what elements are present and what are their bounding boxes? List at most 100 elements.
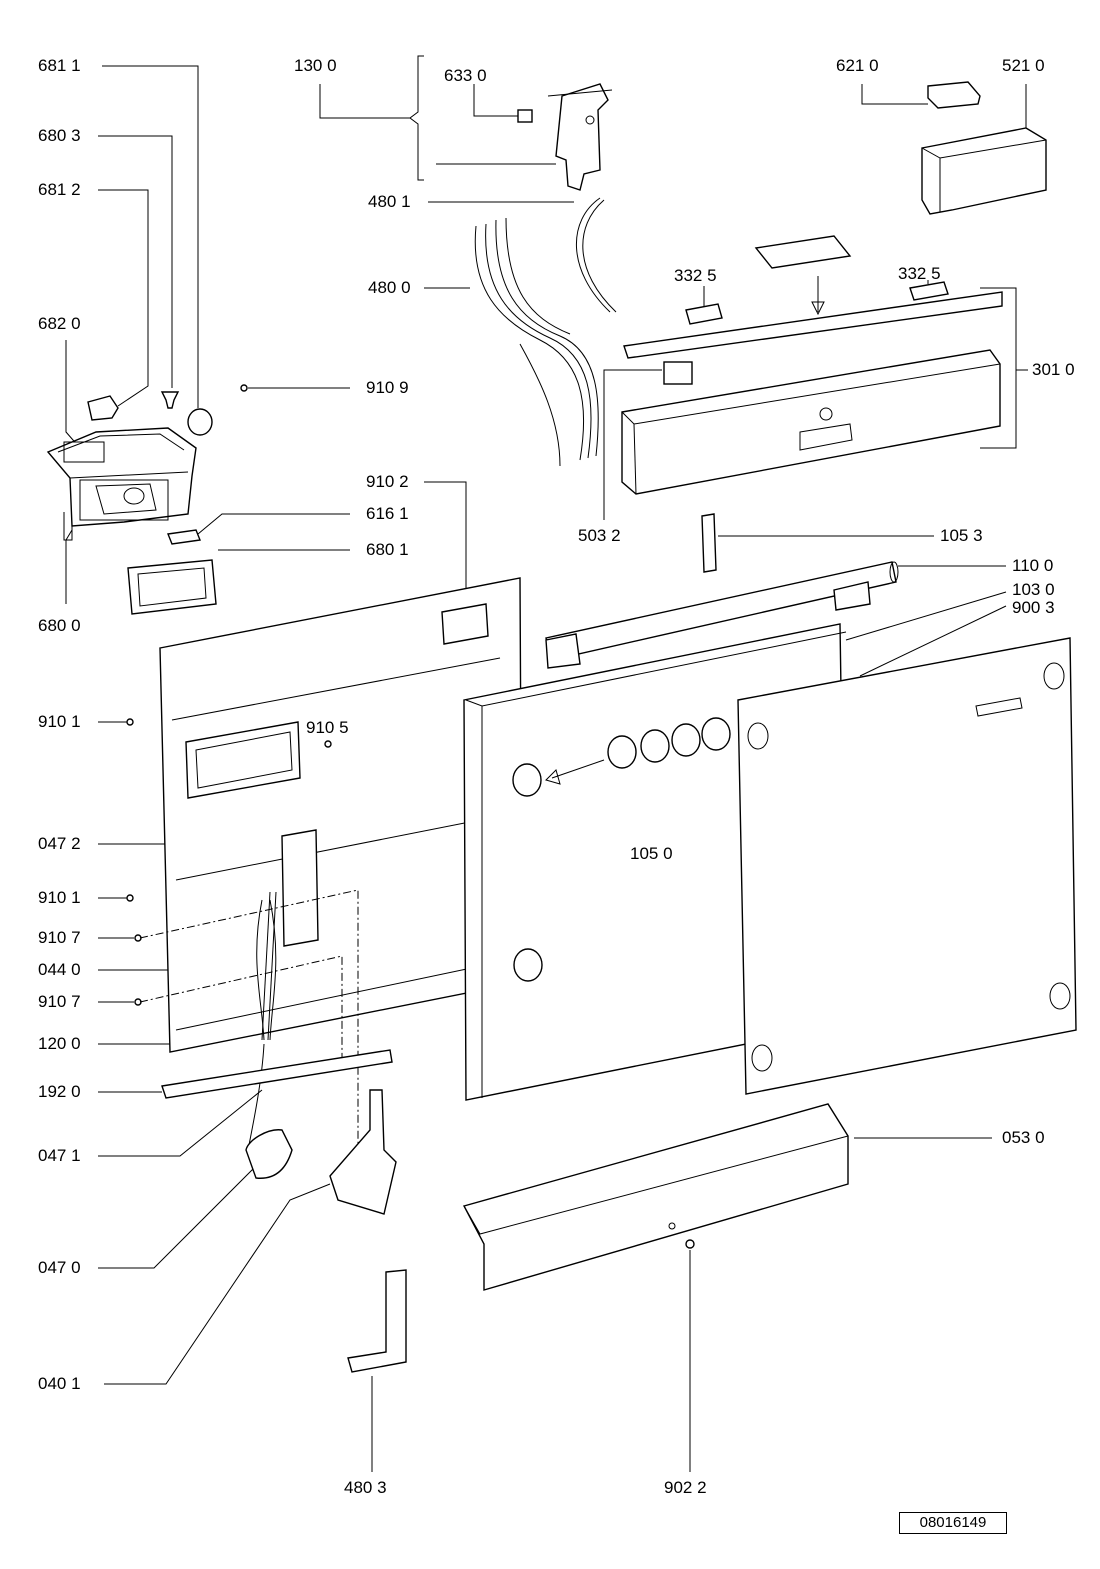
label-120-0: 120 0 xyxy=(38,1034,81,1053)
label-680-0: 680 0 xyxy=(38,616,81,635)
gasket-680-1 xyxy=(127,559,217,615)
screw-910-9 xyxy=(240,384,248,392)
spring-044-0 xyxy=(256,891,277,1041)
part-192-0 xyxy=(161,1049,393,1099)
arrow-head xyxy=(811,301,825,316)
label-680-1: 680 1 xyxy=(366,540,409,559)
bracket-130-0-part xyxy=(517,83,613,191)
label-521-0: 521 0 xyxy=(1002,56,1045,75)
leader-616-1 xyxy=(197,513,350,535)
label-910-7-upper: 910 7 xyxy=(38,928,81,947)
label-332-5-left: 332 5 xyxy=(674,266,717,285)
label-910-5: 910 5 xyxy=(306,718,349,737)
label-480-0: 480 0 xyxy=(368,278,411,297)
leader-633-0 xyxy=(473,84,518,117)
knob-left xyxy=(512,763,542,797)
screw-910-1b xyxy=(126,894,134,902)
leader-047-1 xyxy=(98,1089,263,1157)
kickplate-053-0 xyxy=(462,1103,849,1291)
part-621-0 xyxy=(927,81,981,109)
label-680-3: 680 3 xyxy=(38,126,81,145)
label-301-0: 301 0 xyxy=(1032,360,1075,379)
leader-047-0 xyxy=(98,1163,259,1269)
label-902-2: 902 2 xyxy=(664,1478,707,1497)
part-680-3 xyxy=(160,391,180,409)
part-681-1 xyxy=(187,408,213,436)
part-910-2 xyxy=(441,603,489,645)
screw-910-1a xyxy=(126,718,134,726)
screw-910-5 xyxy=(324,740,332,748)
bracket-130-0 xyxy=(409,55,424,181)
document-id-box: 08016149 xyxy=(899,1512,1007,1534)
label-480-3: 480 3 xyxy=(344,1478,387,1497)
panel-strip xyxy=(623,291,1003,359)
arrow-105-0 xyxy=(551,759,605,779)
label-503-2: 503 2 xyxy=(578,526,621,545)
part-480-3 xyxy=(347,1269,407,1373)
leader-621-0 xyxy=(861,84,928,105)
leader-503-2 xyxy=(603,369,662,520)
part-047-0 xyxy=(245,1129,293,1179)
leader-900-3 xyxy=(859,605,1007,677)
label-616-1: 616 1 xyxy=(366,504,409,523)
screw-902-2 xyxy=(685,1239,695,1249)
part-616-1 xyxy=(167,529,201,545)
part-503-2 xyxy=(663,361,693,385)
knob-lower xyxy=(513,948,543,982)
part-105-3 xyxy=(701,513,717,573)
leader-681-2 xyxy=(98,189,149,407)
leader-681-1 xyxy=(102,65,199,408)
label-621-0: 621 0 xyxy=(836,56,879,75)
label-900-3: 900 3 xyxy=(1012,598,1055,617)
label-681-2: 681 2 xyxy=(38,180,81,199)
part-633-0 xyxy=(517,109,533,123)
bracket-301-0 xyxy=(980,287,1017,449)
label-103-0: 103 0 xyxy=(1012,580,1055,599)
label-633-0: 633 0 xyxy=(444,66,487,85)
label-130-0: 130 0 xyxy=(294,56,337,75)
label-910-1-lower: 910 1 xyxy=(38,888,81,907)
leader-040-1 xyxy=(104,1183,331,1385)
label-105-3: 105 3 xyxy=(940,526,983,545)
leader-680-0 xyxy=(65,529,73,604)
control-module-521-0 xyxy=(921,81,1047,215)
inner-door-120-0 xyxy=(126,577,523,1053)
leader-682-0 xyxy=(65,340,81,449)
label-332-5-right: 332 5 xyxy=(898,264,941,283)
label-192-0: 192 0 xyxy=(38,1082,81,1101)
rail-110-0 xyxy=(545,561,899,669)
leader-lines xyxy=(65,55,1028,1472)
leader-680-3 xyxy=(98,135,173,388)
label-040-1: 040 1 xyxy=(38,1374,81,1393)
label-681-1: 681 1 xyxy=(38,56,81,75)
control-panel-301-0 xyxy=(621,349,1001,495)
label-910-1-upper: 910 1 xyxy=(38,712,81,731)
label-480-1: 480 1 xyxy=(368,192,411,211)
label-105-0: 105 0 xyxy=(630,844,673,863)
wiring-harness-480-0 xyxy=(474,217,599,467)
leader-103-0 xyxy=(845,591,1007,641)
label-910-9: 910 9 xyxy=(366,378,409,397)
axis-line-2 xyxy=(139,955,343,1060)
label-682-0: 682 0 xyxy=(38,314,81,333)
part-681-2 xyxy=(87,395,119,421)
wiring-harness-480-1 xyxy=(575,197,617,313)
label-plate xyxy=(754,235,852,269)
label-910-2: 910 2 xyxy=(366,472,409,491)
leader-910-2 xyxy=(424,481,467,618)
label-053-0: 053 0 xyxy=(1002,1128,1045,1147)
outer-door-900-3 xyxy=(737,637,1077,1095)
label-047-2: 047 2 xyxy=(38,834,81,853)
leader-130-0 xyxy=(319,84,410,119)
part-332-5-right xyxy=(909,281,949,301)
part-040-1 xyxy=(329,1089,397,1215)
part-332-5-left xyxy=(685,303,723,325)
label-047-0: 047 0 xyxy=(38,1258,81,1277)
label-110-0: 110 0 xyxy=(1012,556,1054,575)
label-047-1: 047 1 xyxy=(38,1146,81,1165)
label-910-7-lower: 910 7 xyxy=(38,992,81,1011)
dispenser-assembly xyxy=(46,427,197,541)
cable-047-1 xyxy=(247,1043,265,1151)
